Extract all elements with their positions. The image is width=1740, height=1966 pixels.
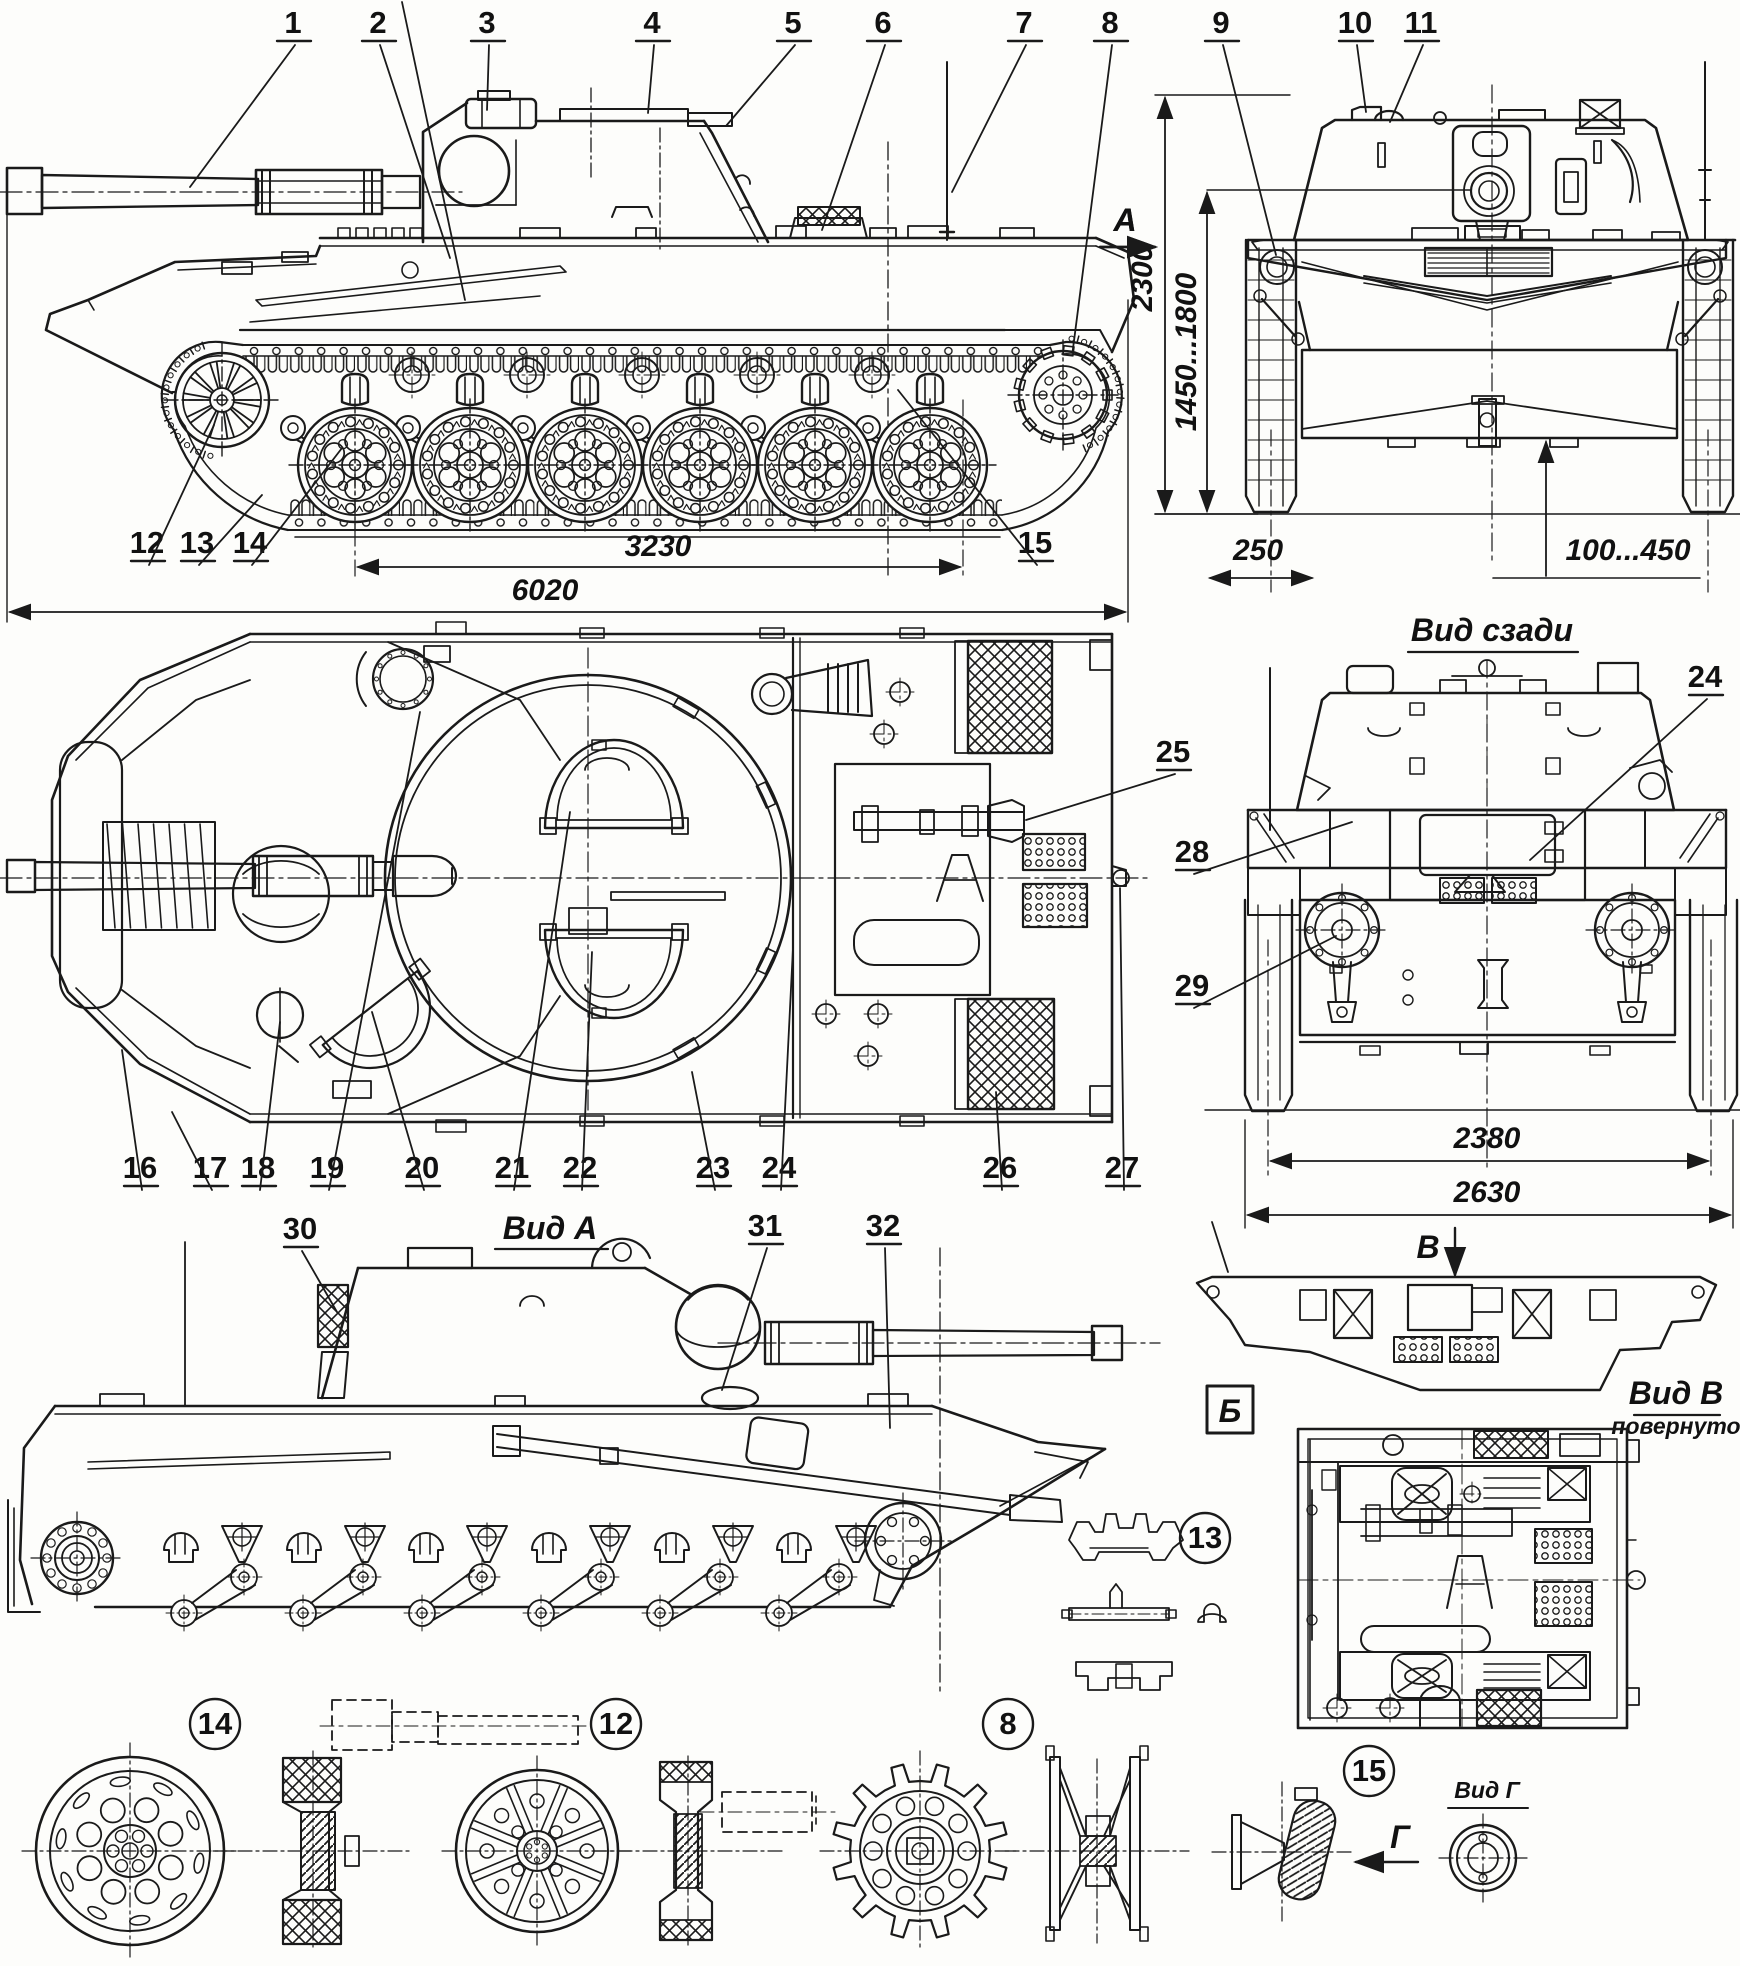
svg-text:8: 8 [1101, 5, 1118, 40]
svg-text:8: 8 [999, 1706, 1016, 1741]
svg-text:10: 10 [1338, 5, 1372, 40]
svg-text:1: 1 [284, 5, 301, 40]
svg-text:A: A [1112, 202, 1136, 238]
svg-text:Г: Г [1390, 1819, 1411, 1855]
svg-text:3230: 3230 [625, 530, 692, 563]
svg-text:13: 13 [1188, 1520, 1222, 1555]
svg-text:30: 30 [283, 1211, 317, 1246]
svg-text:28: 28 [1175, 834, 1209, 869]
svg-text:2630: 2630 [1453, 1176, 1521, 1209]
svg-text:2: 2 [369, 5, 386, 40]
svg-text:Вид В: Вид В [1629, 1375, 1723, 1411]
svg-text:19: 19 [310, 1150, 344, 1185]
svg-text:2300: 2300 [1126, 244, 1159, 312]
svg-text:15: 15 [1018, 525, 1052, 560]
svg-text:27: 27 [1105, 1150, 1139, 1185]
svg-text:Б: Б [1219, 1393, 1242, 1429]
svg-text:25: 25 [1156, 734, 1190, 769]
svg-text:14: 14 [198, 1706, 233, 1741]
svg-text:21: 21 [495, 1150, 529, 1185]
svg-text:6: 6 [874, 5, 891, 40]
svg-text:22: 22 [563, 1150, 597, 1185]
svg-text:100...450: 100...450 [1565, 534, 1690, 567]
svg-text:Вид сзади: Вид сзади [1411, 612, 1573, 648]
svg-text:31: 31 [748, 1208, 782, 1243]
svg-text:15: 15 [1352, 1753, 1386, 1788]
svg-text:2380: 2380 [1453, 1122, 1521, 1155]
svg-text:32: 32 [866, 1208, 900, 1243]
svg-text:7: 7 [1015, 5, 1032, 40]
svg-text:24: 24 [762, 1150, 797, 1185]
svg-text:14: 14 [233, 525, 268, 560]
svg-text:24: 24 [1688, 659, 1723, 694]
svg-text:повернуто: повернуто [1611, 1413, 1740, 1439]
svg-text:3: 3 [478, 5, 495, 40]
svg-text:17: 17 [193, 1150, 227, 1185]
svg-text:18: 18 [241, 1150, 275, 1185]
svg-text:29: 29 [1175, 968, 1209, 1003]
svg-text:9: 9 [1212, 5, 1229, 40]
svg-text:A: A [1112, 202, 1136, 238]
svg-text:B: B [1416, 1229, 1439, 1265]
svg-text:6020: 6020 [512, 574, 579, 607]
svg-text:4: 4 [643, 5, 661, 40]
svg-text:20: 20 [405, 1150, 439, 1185]
svg-text:5: 5 [784, 5, 801, 40]
svg-text:Вид А: Вид А [503, 1210, 597, 1246]
svg-text:11: 11 [1405, 5, 1438, 40]
svg-text:1450...1800: 1450...1800 [1170, 272, 1203, 431]
svg-text:250: 250 [1232, 534, 1283, 567]
svg-text:Вид Г: Вид Г [1454, 1777, 1520, 1803]
svg-text:12: 12 [599, 1706, 633, 1741]
